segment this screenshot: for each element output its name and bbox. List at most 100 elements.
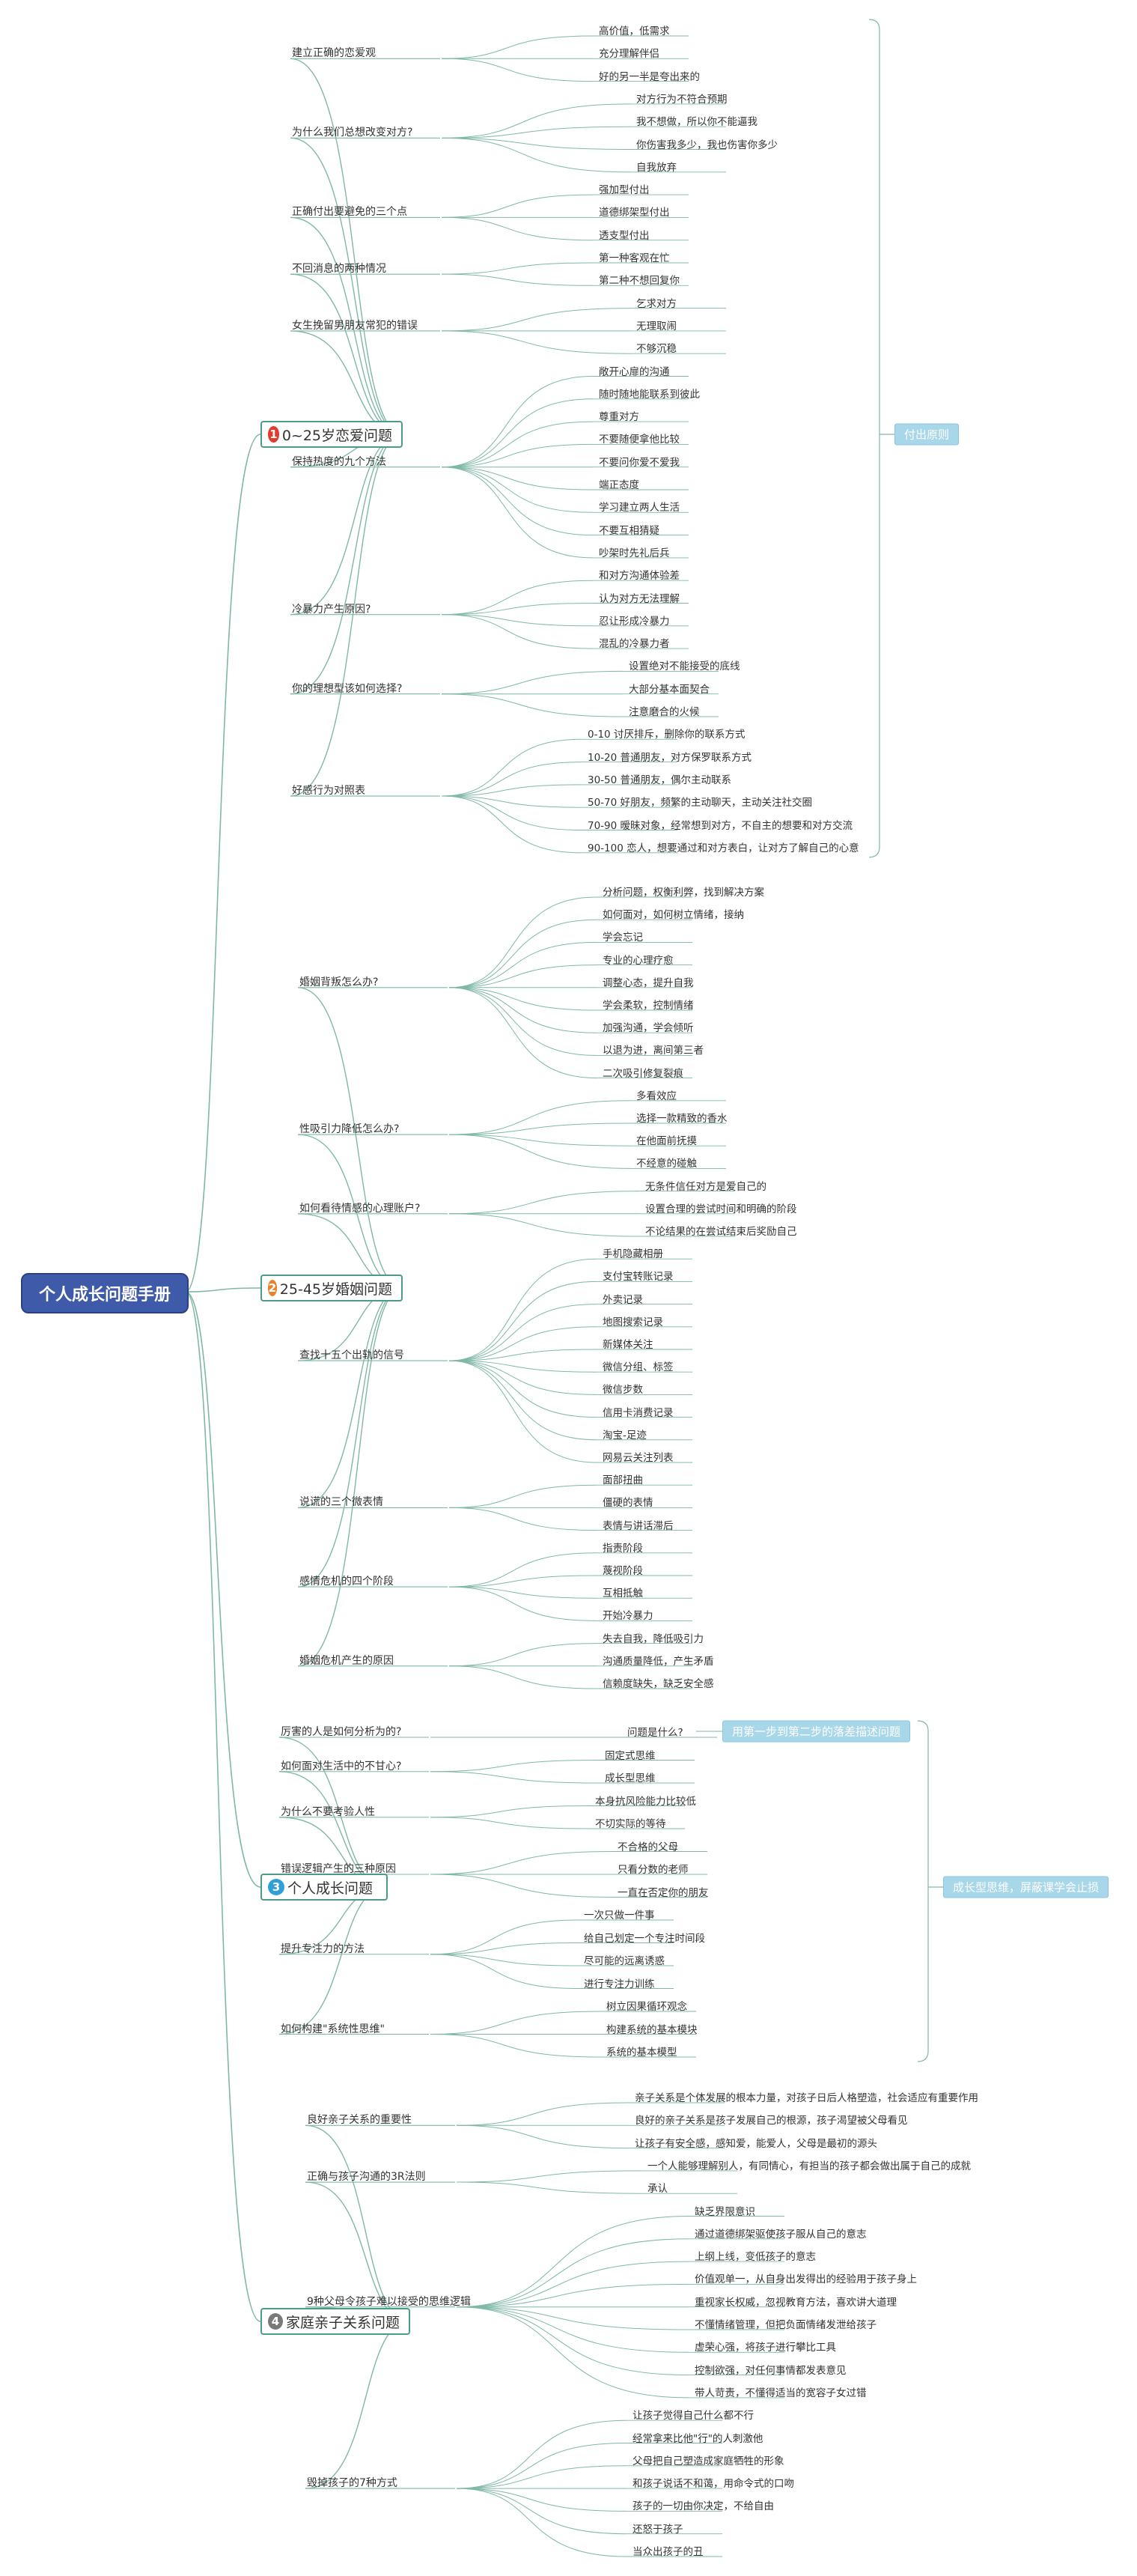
subtopic[interactable]: 正确与孩子沟通的3R法则 bbox=[307, 2171, 426, 2184]
leaf-item[interactable]: 只看分数的老师 bbox=[618, 1864, 689, 1876]
leaf-item[interactable]: 无理取闹 bbox=[636, 320, 677, 332]
summary-tag[interactable]: 付出原则 bbox=[894, 423, 960, 446]
leaf-item[interactable]: 让孩子有安全感，感知爱，能爱人，父母是最初的源头 bbox=[635, 2137, 877, 2150]
leaf-item[interactable]: 蔑视阶段 bbox=[603, 1565, 643, 1577]
leaf-item[interactable]: 经常拿来比他"行"的人刺激他 bbox=[632, 2432, 763, 2445]
subtopic[interactable]: 冷暴力产生原因? bbox=[292, 603, 371, 616]
leaf-item[interactable]: 还怒于孩子 bbox=[632, 2523, 683, 2536]
subtopic[interactable]: 9种父母令孩子难以接受的思维逻辑 bbox=[307, 2295, 471, 2308]
subtopic[interactable]: 好感行为对照表 bbox=[292, 785, 365, 798]
leaf-item[interactable]: 充分理解伴侣 bbox=[599, 48, 659, 61]
leaf-item[interactable]: 道德绑架型付出 bbox=[599, 207, 670, 219]
leaf-item[interactable]: 沟通质量降低，产生矛盾 bbox=[603, 1655, 714, 1668]
leaf-item[interactable]: 不合格的父母 bbox=[618, 1841, 678, 1853]
leaf-item[interactable]: 信赖度缺失，缺乏安全感 bbox=[603, 1678, 714, 1690]
leaf-item[interactable]: 专业的心理疗愈 bbox=[603, 954, 674, 967]
leaf-item[interactable]: 多看效应 bbox=[636, 1090, 677, 1102]
leaf-item[interactable]: 随时随地能联系到彼此 bbox=[599, 388, 700, 401]
leaf-item[interactable]: 认为对方无法理解 bbox=[599, 592, 680, 605]
leaf-item[interactable]: 树立因果循环观念 bbox=[606, 2001, 687, 2013]
leaf-item[interactable]: 0-10 讨厌排斥，删除你的联系方式 bbox=[588, 729, 746, 741]
subtopic[interactable]: 建立正确的恋爱观 bbox=[292, 47, 376, 60]
leaf-item[interactable]: 你伤害我多少，我也伤害你多少 bbox=[636, 139, 778, 151]
leaf-item[interactable]: 当众出孩子的丑 bbox=[632, 2546, 704, 2558]
leaf-item[interactable]: 孩子的一切由你决定，不给自由 bbox=[632, 2500, 774, 2513]
leaf-item[interactable]: 成长型思维 bbox=[605, 1772, 656, 1784]
leaf-item[interactable]: 注意磨合的火候 bbox=[629, 706, 700, 718]
leaf-item[interactable]: 70-90 暧昧对象，经常想到对方，不自主的想要和对方交流 bbox=[588, 819, 853, 832]
leaf-item[interactable]: 无条件信任对方是爱自己的 bbox=[645, 1180, 766, 1193]
leaf-item[interactable]: 吵架时先礼后兵 bbox=[599, 547, 670, 559]
leaf-item[interactable]: 地图搜索记录 bbox=[603, 1316, 663, 1328]
leaf-item[interactable]: 承认 bbox=[647, 2183, 668, 2196]
subtopic[interactable]: 厉害的人是如何分析为的? bbox=[281, 1726, 402, 1738]
subtopic[interactable]: 保持热度的九个方法 bbox=[292, 455, 386, 468]
leaf-item[interactable]: 对方行为不符合预期 bbox=[636, 93, 728, 106]
leaf-item[interactable]: 不经意的碰触 bbox=[636, 1158, 697, 1170]
leaf-item[interactable]: 不要互相猜疑 bbox=[599, 524, 659, 537]
leaf-item[interactable]: 50-70 好朋友，频繁的主动聊天，主动关注社交圈 bbox=[588, 797, 813, 809]
subtopic[interactable]: 为什么不要考验人性 bbox=[281, 1805, 375, 1818]
subtopic[interactable]: 婚姻危机产生的原因 bbox=[299, 1654, 394, 1667]
leaf-item[interactable]: 问题是什么? bbox=[627, 1727, 683, 1739]
leaf-item[interactable]: 信用卡消费记录 bbox=[603, 1406, 674, 1419]
leaf-item[interactable]: 面部扭曲 bbox=[603, 1474, 643, 1487]
leaf-item[interactable]: 学会忘记 bbox=[603, 932, 643, 944]
subtopic[interactable]: 错误逻辑产生的三种原因 bbox=[281, 1863, 396, 1875]
leaf-item[interactable]: 高价值，低需求 bbox=[599, 25, 670, 37]
leaf-item[interactable]: 虚荣心强，将孩子进行攀比工具 bbox=[695, 2342, 836, 2354]
leaf-item[interactable]: 10-20 普通朋友，对方保罗联系方式 bbox=[588, 751, 752, 764]
leaf-item[interactable]: 不切实际的等待 bbox=[595, 1818, 666, 1830]
leaf-item[interactable]: 学习建立两人生活 bbox=[599, 502, 680, 514]
leaf-item[interactable]: 不懂情绪管理，但把负面情绪发泄给孩子 bbox=[695, 2319, 877, 2331]
root-topic[interactable]: 个人成长问题手册 bbox=[21, 1273, 189, 1313]
leaf-item[interactable]: 缺乏界限意识 bbox=[695, 2205, 755, 2218]
subtopic[interactable]: 如何面对生活中的不甘心? bbox=[281, 1760, 402, 1772]
subtopic[interactable]: 为什么我们总想改变对方? bbox=[292, 127, 413, 139]
subtopic[interactable]: 感情危机的四个阶段 bbox=[299, 1576, 394, 1588]
leaf-item[interactable]: 本身抗风险能力比较低 bbox=[595, 1795, 696, 1808]
leaf-item[interactable]: 和孩子说话不和蔼，用命令式的口吻 bbox=[632, 2478, 794, 2491]
leaf-item[interactable]: 一次只做一件事 bbox=[584, 1910, 655, 1922]
leaf-item[interactable]: 进行专注力训练 bbox=[584, 1978, 655, 1990]
leaf-item[interactable]: 不要随便拿他比较 bbox=[599, 434, 680, 446]
leaf-item[interactable]: 新媒体关注 bbox=[603, 1339, 653, 1351]
leaf-item[interactable]: 二次吸引修复裂痕 bbox=[603, 1067, 683, 1080]
subtopic[interactable]: 提升专注力的方法 bbox=[281, 1942, 365, 1955]
leaf-item[interactable]: 微信步数 bbox=[603, 1384, 643, 1397]
leaf-item[interactable]: 指责阶段 bbox=[603, 1542, 643, 1555]
leaf-item[interactable]: 表情与讲话滞后 bbox=[603, 1519, 674, 1532]
leaf-item[interactable]: 忍让形成冷暴力 bbox=[599, 615, 670, 628]
leaf-item[interactable]: 混乱的冷暴力者 bbox=[599, 638, 670, 651]
leaf-item[interactable]: 90-100 恋人，想要通过和对方表白，让对方了解自己的心意 bbox=[588, 842, 859, 854]
leaf-item[interactable]: 30-50 普通朋友，偶尔主动联系 bbox=[588, 774, 732, 786]
leaf-item[interactable]: 僵硬的表情 bbox=[603, 1497, 653, 1510]
leaf-item[interactable]: 学会柔软，控制情绪 bbox=[603, 1000, 694, 1012]
topic-note-tag[interactable]: 用第一步到第二步的落差描述问题 bbox=[722, 1720, 911, 1743]
leaf-item[interactable]: 带人苛责，不懂得适当的宽容子女过错 bbox=[695, 2387, 867, 2399]
leaf-item[interactable]: 网易云关注列表 bbox=[603, 1452, 674, 1464]
leaf-item[interactable]: 让孩子觉得自己什么都不行 bbox=[632, 2410, 754, 2422]
subtopic[interactable]: 正确付出要避免的三个点 bbox=[292, 206, 407, 219]
leaf-item[interactable]: 设置合理的尝试时间和明确的阶段 bbox=[645, 1203, 797, 1215]
leaf-item[interactable]: 不要问你爱不爱我 bbox=[599, 456, 680, 469]
leaf-item[interactable]: 好的另一半是夸出来的 bbox=[599, 70, 700, 83]
leaf-item[interactable]: 如何面对，如何树立情绪，接纳 bbox=[603, 909, 744, 922]
leaf-item[interactable]: 开始冷暴力 bbox=[603, 1610, 653, 1623]
leaf-item[interactable]: 在他面前抚摸 bbox=[636, 1135, 697, 1148]
subtopic[interactable]: 查找十五个出轨的信号 bbox=[299, 1349, 404, 1362]
leaf-item[interactable]: 不够沉稳 bbox=[636, 343, 677, 356]
leaf-item[interactable]: 价值观单一，从自身出发得出的经验用于孩子身上 bbox=[695, 2273, 917, 2286]
subtopic[interactable]: 你的理想型该如何选择? bbox=[292, 682, 403, 695]
subtopic[interactable]: 婚姻背叛怎么办? bbox=[299, 976, 379, 988]
subtopic[interactable]: 说谎的三个微表情 bbox=[299, 1496, 383, 1509]
leaf-item[interactable]: 通过道德绑架驱使孩子服从自己的意志 bbox=[695, 2228, 867, 2241]
leaf-item[interactable]: 淘宝-足迹 bbox=[603, 1429, 647, 1442]
leaf-item[interactable]: 一直在否定你的朋友 bbox=[618, 1886, 709, 1899]
leaf-item[interactable]: 透支型付出 bbox=[599, 229, 650, 242]
leaf-item[interactable]: 外卖记录 bbox=[603, 1293, 643, 1306]
